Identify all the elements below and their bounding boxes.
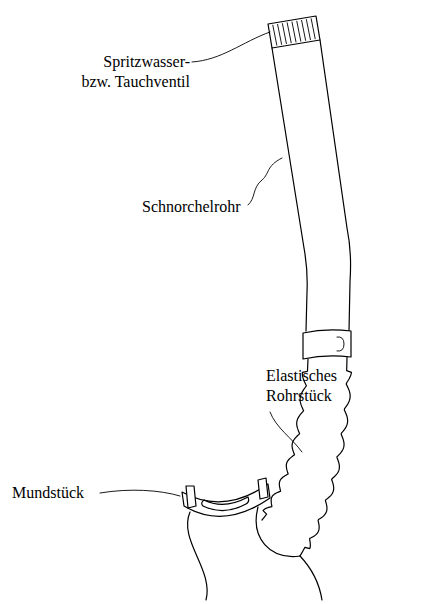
clip-detail [337, 337, 344, 351]
knurl-stroke [306, 20, 310, 40]
elastic-tube [262, 357, 351, 556]
bite-tab [258, 478, 268, 499]
bite-tab [186, 486, 196, 508]
mouthpiece-flange [188, 512, 208, 600]
knurl-stroke [278, 24, 282, 44]
elastic-tube-edge [300, 357, 351, 556]
valve-knurl [273, 19, 315, 45]
leader-line [270, 412, 302, 452]
part-label: Mundstück [12, 483, 84, 503]
valve-cap [268, 16, 320, 48]
tube-clip [303, 330, 351, 359]
tube-edge [272, 48, 307, 331]
leader-line [192, 32, 270, 62]
leader-line [100, 490, 180, 496]
knurl-stroke [297, 21, 301, 41]
mouthpiece-slot [202, 497, 249, 511]
knurl-stroke [273, 25, 277, 45]
knurl-stroke [311, 19, 315, 39]
part-label: Schnorchelrohr [142, 197, 241, 217]
knurl-stroke [287, 23, 291, 43]
knurl-stroke [282, 24, 286, 44]
tube-edge [320, 40, 351, 331]
mouthpiece-flange [256, 507, 300, 556]
knurl-stroke [302, 20, 306, 40]
part-label: Elastisches Rohrstück [266, 366, 337, 406]
mouthpiece [182, 484, 270, 516]
mouthpiece-flange [300, 556, 322, 600]
part-label: Spritzwasser- bzw. Tauchventil [81, 52, 190, 92]
knurl-stroke [292, 22, 296, 42]
leader-line [248, 158, 282, 205]
